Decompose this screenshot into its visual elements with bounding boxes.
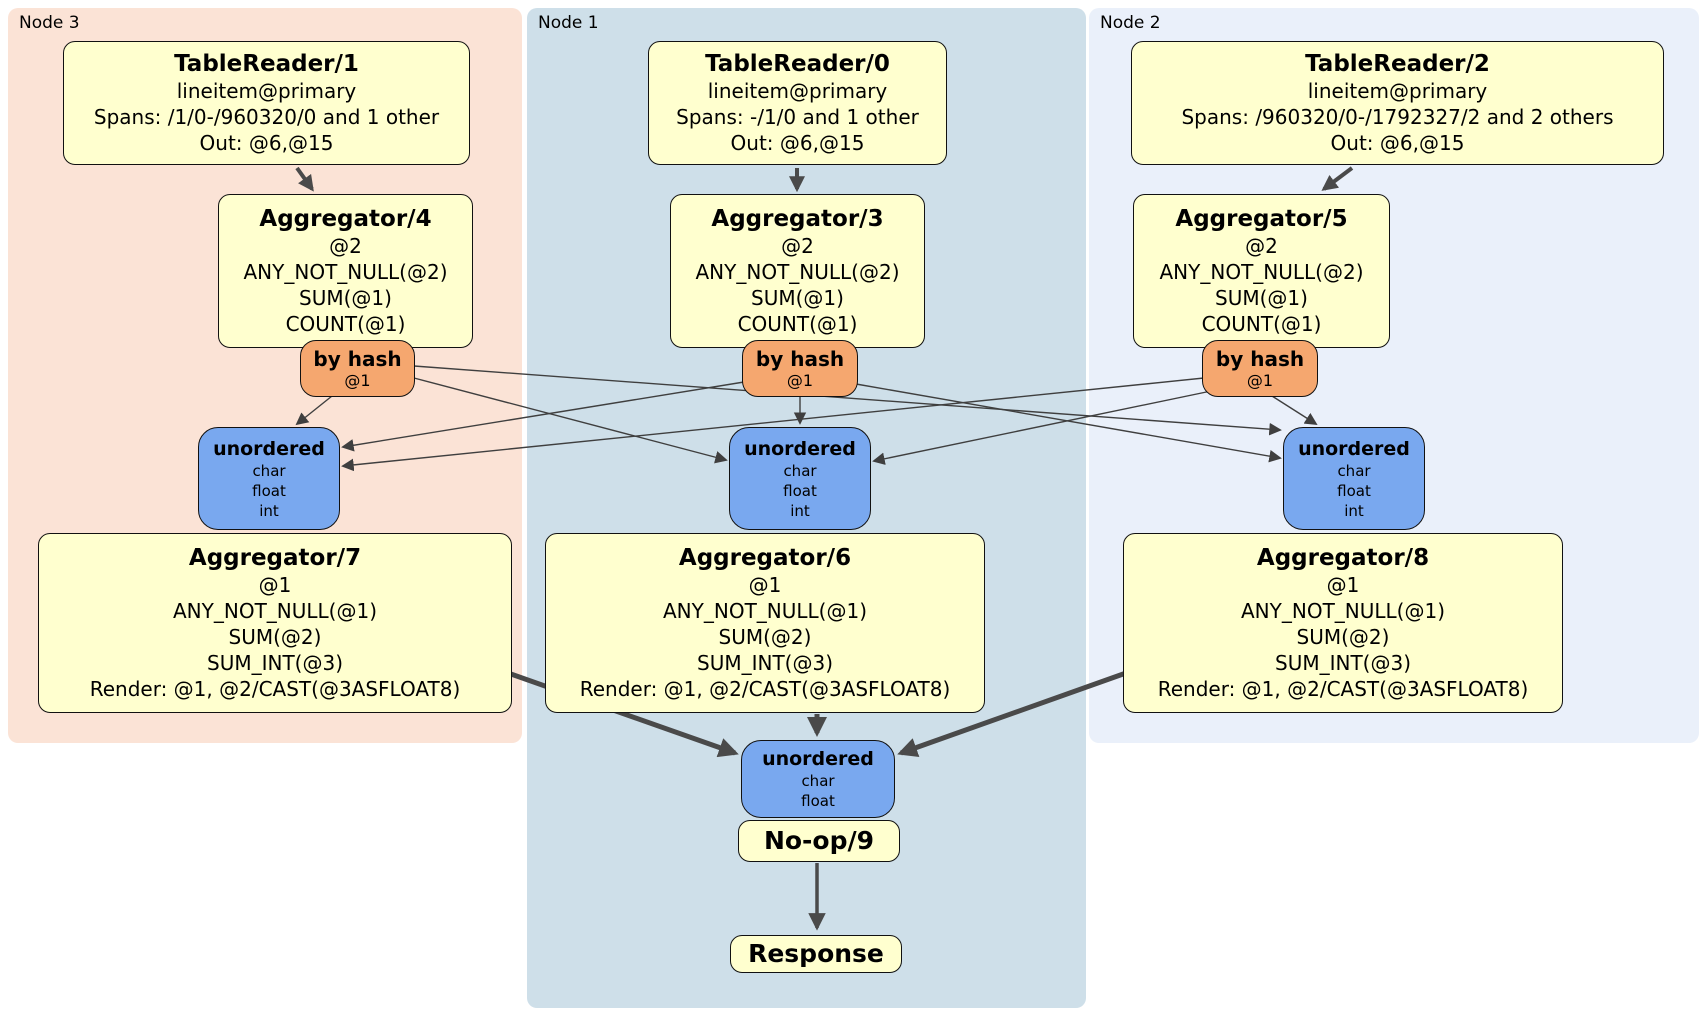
agg-func: COUNT(@1) <box>737 312 858 336</box>
agg-func: COUNT(@1) <box>1201 312 1322 336</box>
agg-func: ANY_NOT_NULL(@1) <box>173 599 377 623</box>
unordered-sync-final: unordered char float <box>741 740 895 818</box>
aggregator-6-node: Aggregator/6 @1 ANY_NOT_NULL(@1) SUM(@2)… <box>545 533 985 713</box>
agg-func: SUM(@2) <box>1296 625 1390 649</box>
sync-title: unordered <box>213 437 325 460</box>
router-title: by hash <box>1215 346 1305 371</box>
spans-spec: Spans: /960320/0-/1792327/2 and 2 others <box>1181 105 1614 129</box>
unordered-sync-node2: unordered char float int <box>1283 427 1425 530</box>
agg-func: SUM(@2) <box>228 625 322 649</box>
node3-region-label: Node 3 <box>19 13 80 33</box>
agg-func: SUM_INT(@3) <box>1275 651 1411 675</box>
router-cols: @1 <box>1246 370 1274 390</box>
sync-title: unordered <box>744 437 856 460</box>
group-cols: @1 <box>748 573 782 597</box>
agg-func: ANY_NOT_NULL(@2) <box>695 260 900 284</box>
render-spec: Render: @1, @2/CAST(@3ASFLOAT8) <box>1157 677 1529 701</box>
processor-title: Aggregator/7 <box>188 545 362 571</box>
col-type: int <box>790 501 810 520</box>
group-cols: @2 <box>329 234 362 258</box>
render-spec: Render: @1, @2/CAST(@3ASFLOAT8) <box>579 677 951 701</box>
aggregator-8-node: Aggregator/8 @1 ANY_NOT_NULL(@1) SUM(@2)… <box>1123 533 1563 713</box>
processor-title: Aggregator/3 <box>711 206 884 232</box>
response-node: Response <box>730 935 902 973</box>
col-type: float <box>783 481 817 500</box>
agg-func: SUM(@1) <box>1215 286 1308 310</box>
out-spec: Out: @6,@15 <box>1330 131 1465 155</box>
out-spec: Out: @6,@15 <box>199 131 334 155</box>
router-title: by hash <box>755 346 845 371</box>
processor-title: Aggregator/6 <box>678 545 852 571</box>
col-type: int <box>1344 501 1364 520</box>
col-type: float <box>801 792 835 810</box>
index-spec: lineitem@primary <box>707 79 888 103</box>
tablereader-2-node: TableReader/2 lineitem@primary Spans: /9… <box>1131 41 1664 165</box>
agg-func: ANY_NOT_NULL(@2) <box>1159 260 1364 284</box>
col-type: char <box>252 461 286 480</box>
sync-title: unordered <box>762 748 874 770</box>
processor-title: Aggregator/4 <box>259 206 432 232</box>
agg-func: SUM_INT(@3) <box>207 651 343 675</box>
node1-region-label: Node 1 <box>538 13 599 33</box>
col-type: char <box>783 461 817 480</box>
unordered-sync-node1: unordered char float int <box>729 427 871 530</box>
unordered-sync-node3: unordered char float int <box>198 427 340 530</box>
tablereader-0-node: TableReader/0 lineitem@primary Spans: -/… <box>648 41 947 165</box>
spans-spec: Spans: -/1/0 and 1 other <box>676 105 919 129</box>
col-type: char <box>801 772 835 790</box>
agg-func: SUM_INT(@3) <box>697 651 833 675</box>
noop-node: No-op/9 <box>738 820 900 862</box>
response-title: Response <box>748 939 884 968</box>
aggregator-3-node: Aggregator/3 @2 ANY_NOT_NULL(@2) SUM(@1)… <box>670 194 925 348</box>
agg-func: COUNT(@1) <box>285 312 406 336</box>
spans-spec: Spans: /1/0-/960320/0 and 1 other <box>93 105 440 129</box>
group-cols: @1 <box>258 573 292 597</box>
index-spec: lineitem@primary <box>1307 79 1488 103</box>
aggregator-7-node: Aggregator/7 @1 ANY_NOT_NULL(@1) SUM(@2)… <box>38 533 512 713</box>
agg-func: ANY_NOT_NULL(@1) <box>663 599 867 623</box>
router-cols: @1 <box>344 370 371 390</box>
processor-title: TableReader/2 <box>1305 51 1490 77</box>
processor-title: Aggregator/8 <box>1256 545 1430 571</box>
group-cols: @1 <box>1326 573 1360 597</box>
agg-func: SUM(@1) <box>299 286 392 310</box>
aggregator-5-node: Aggregator/5 @2 ANY_NOT_NULL(@2) SUM(@1)… <box>1133 194 1390 348</box>
hash-router-node2: by hash @1 <box>1202 340 1318 397</box>
processor-title: Aggregator/5 <box>1175 206 1348 232</box>
agg-func: ANY_NOT_NULL(@2) <box>243 260 448 284</box>
aggregator-4-node: Aggregator/4 @2 ANY_NOT_NULL(@2) SUM(@1)… <box>218 194 473 348</box>
router-cols: @1 <box>786 370 814 390</box>
render-spec: Render: @1, @2/CAST(@3ASFLOAT8) <box>89 677 461 701</box>
col-type: float <box>1337 481 1371 500</box>
hash-router-node1: by hash @1 <box>742 340 858 397</box>
group-cols: @2 <box>1245 234 1278 258</box>
col-type: char <box>1337 461 1371 480</box>
processor-title: TableReader/0 <box>705 51 890 77</box>
sync-title: unordered <box>1298 437 1410 460</box>
index-spec: lineitem@primary <box>176 79 357 103</box>
col-type: int <box>259 501 279 520</box>
out-spec: Out: @6,@15 <box>730 131 865 155</box>
hash-router-node3: by hash @1 <box>300 340 415 397</box>
processor-title: TableReader/1 <box>174 51 359 77</box>
router-title: by hash <box>313 346 402 371</box>
col-type: float <box>252 481 286 500</box>
agg-func: SUM(@1) <box>751 286 844 310</box>
tablereader-1-node: TableReader/1 lineitem@primary Spans: /1… <box>63 41 470 165</box>
agg-func: SUM(@2) <box>718 625 812 649</box>
node2-region-label: Node 2 <box>1100 13 1161 33</box>
agg-func: ANY_NOT_NULL(@1) <box>1241 599 1445 623</box>
processor-title: No-op/9 <box>763 826 875 855</box>
group-cols: @2 <box>781 234 814 258</box>
